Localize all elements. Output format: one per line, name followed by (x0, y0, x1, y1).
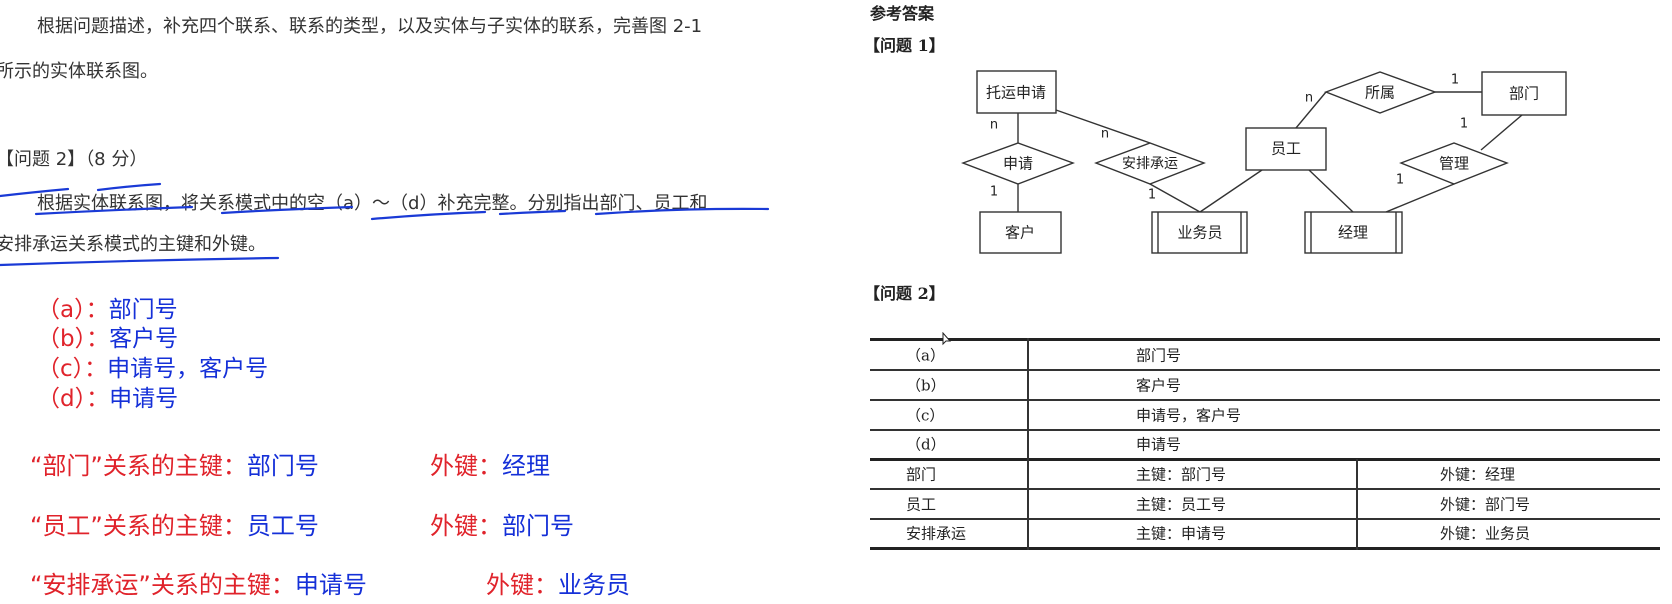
entity-consignment-request (976, 70, 1057, 114)
table-cell: 外键：业务员 (1440, 524, 1531, 543)
table-cell: 外键：部门号 (1440, 495, 1531, 514)
table-cell: 主键：申请号 (1136, 524, 1227, 543)
table-cell: 安排承运 (906, 524, 967, 543)
er-diagram: 托运申请 客户 业务员 员工 经理 部门 申请 安排承运 所属 管理 n 1 n… (960, 70, 1567, 254)
er-label: 员工 (1271, 140, 1301, 158)
cardinality: 1 (990, 185, 998, 200)
key-relation: “安排承运”关系的主键： (30, 571, 295, 599)
cardinality: 1 (1451, 73, 1459, 88)
relationship-arrange (1094, 142, 1206, 185)
answer-label: （b）： (37, 326, 110, 352)
answer-value: 申请号，客户号 (107, 356, 269, 382)
table-cell: （c） (906, 406, 945, 425)
fk-label: 外键： (430, 512, 502, 540)
cardinality: n (1101, 127, 1109, 142)
answer-c: （c）：申请号，客户号 (37, 355, 268, 383)
fk-line-department: 外键：经理 (430, 446, 550, 481)
table-cell: 外键：经理 (1440, 465, 1516, 484)
relationship-apply (960, 142, 1076, 185)
key-fk: 部门号 (502, 512, 574, 540)
fk-label: 外键： (430, 452, 502, 480)
key-pk: 部门号 (246, 452, 319, 480)
question2-line-1: 根据实体联系图，将关系模式中的空（a）～（d）补充完整。分别指出部门、员工和 (37, 193, 708, 214)
question2-line-2: 安排承运关系模式的主键和外键。 (0, 234, 266, 255)
key-line-department: “部门”关系的主键：部门号 (30, 446, 319, 481)
cardinality: n (990, 118, 998, 133)
key-line-shipping: “安排承运”关系的主键：申请号 (30, 565, 367, 600)
entity-department (1481, 71, 1567, 116)
cardinality: 1 (1460, 117, 1468, 132)
underline-stroke (220, 205, 354, 215)
key-fk: 经理 (502, 452, 550, 480)
underline-stroke (498, 209, 567, 216)
table-cell: 客户号 (1136, 376, 1182, 395)
er-label: 业务员 (1177, 224, 1222, 242)
er-label: 所属 (1365, 84, 1395, 102)
er-label: 客户 (1005, 224, 1035, 242)
answer-label: （c）： (37, 356, 108, 382)
key-pk: 申请号 (294, 571, 367, 599)
er-label: 管理 (1439, 155, 1469, 173)
entity-employee (1245, 127, 1327, 171)
entity-salesperson (1151, 211, 1248, 254)
key-pk: 员工号 (246, 512, 319, 540)
fk-label: 外键： (486, 571, 558, 599)
answer-value: 客户号 (109, 326, 179, 352)
table-cell: （b） (906, 376, 946, 395)
er-label: 部门 (1509, 85, 1539, 103)
underline-stroke (370, 210, 487, 221)
answer-a: （a）：部门号 (37, 296, 178, 324)
table-cell: （a） (906, 346, 945, 365)
mouse-cursor-icon (942, 332, 952, 346)
cardinality: n (1305, 91, 1313, 106)
answer-label: （d）： (37, 386, 110, 412)
er-label: 托运申请 (986, 84, 1046, 102)
underline-stroke (96, 182, 162, 192)
table-cell: 申请号，客户号 (1136, 406, 1242, 425)
fk-line-employee: 外键：部门号 (430, 506, 574, 541)
cardinality: 1 (1396, 173, 1404, 188)
key-relation: “员工”关系的主键： (30, 512, 247, 540)
key-line-employee: “员工”关系的主键：员工号 (30, 506, 319, 541)
answer-label: （a）： (37, 297, 109, 323)
question2-score: （8 分） (85, 149, 148, 170)
reference-answer-title: 参考答案 (870, 4, 935, 23)
intro-line-1: 根据问题描述，补充四个联系、联系的类型，以及实体与子实体的联系，完善图 2-1 (37, 16, 703, 37)
fk-line-shipping: 外键：业务员 (486, 565, 630, 600)
er-label: 安排承运 (1122, 156, 1178, 172)
underline-stroke (0, 256, 280, 267)
table-cell: 部门号 (1136, 346, 1182, 365)
answer-d: （d）：申请号 (37, 385, 178, 413)
er-label: 经理 (1338, 224, 1368, 242)
relationship-belong (1324, 71, 1438, 114)
q1-title: 【问题 1】 (864, 36, 945, 55)
table-cell: 员工 (906, 495, 937, 514)
table-cell: 申请号 (1136, 435, 1182, 454)
answer-b: （b）：客户号 (37, 325, 178, 353)
q2-title: 【问题 2】 (864, 284, 945, 303)
answer-value: 申请号 (109, 386, 179, 412)
cardinality: 1 (1148, 188, 1156, 203)
key-fk: 业务员 (558, 571, 630, 599)
table-cell: 主键：员工号 (1136, 495, 1227, 514)
underline-stroke (594, 207, 770, 216)
answer-table: （a） 部门号 （b） 客户号 （c） 申请号，客户号 （d） 申请号 部门 主… (870, 338, 1660, 550)
answer-value: 部门号 (108, 297, 178, 323)
table-cell: 主键：部门号 (1136, 465, 1227, 484)
table-cell: （d） (906, 435, 946, 454)
entity-manager (1304, 211, 1403, 254)
key-relation: “部门”关系的主键： (30, 452, 247, 480)
entity-customer (979, 211, 1062, 254)
intro-line-2: 所示的实体联系图。 (0, 61, 158, 82)
table-cell: 部门 (906, 465, 937, 484)
handwritten-underlines (0, 182, 770, 267)
question2-title: 【问题 2】 (0, 149, 86, 170)
relationship-manage (1399, 142, 1509, 185)
question2-heading: 【问题 2】（8 分） (0, 145, 147, 171)
underline-stroke (34, 205, 194, 216)
er-label: 申请 (1003, 155, 1033, 173)
underline-stroke (0, 187, 70, 198)
